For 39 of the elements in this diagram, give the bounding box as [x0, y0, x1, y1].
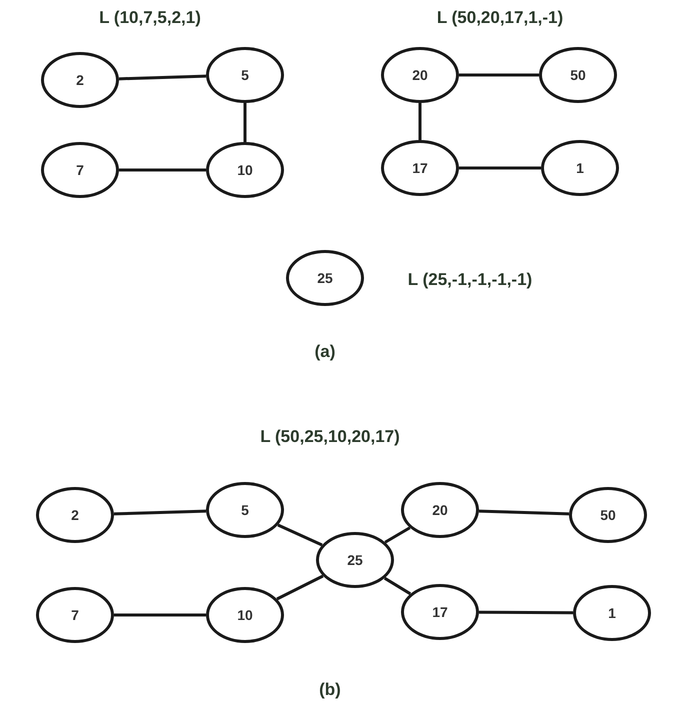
- node-value: 50: [600, 507, 616, 523]
- node-caption: L (25,-1,-1,-1,-1): [408, 270, 532, 290]
- node-value: 2: [71, 507, 79, 523]
- node-value: 5: [241, 67, 249, 83]
- connector-line: [119, 168, 206, 172]
- text-label: (b): [319, 680, 341, 700]
- connector-line: [418, 103, 422, 140]
- connector-line: [114, 510, 206, 516]
- node-value: 20: [432, 502, 448, 518]
- connector-line: [459, 166, 541, 170]
- connector-line: [277, 524, 323, 546]
- node-value: 5: [241, 502, 249, 518]
- connector-line: [276, 574, 324, 600]
- connector-line: [244, 103, 246, 142]
- node-value: 7: [76, 162, 84, 178]
- node-value: 10: [237, 162, 253, 178]
- text-label: L (50,20,17,1,-1): [436, 8, 564, 28]
- node-value: 1: [576, 160, 584, 176]
- node-value: 2: [76, 72, 84, 88]
- node-value: 10: [237, 607, 253, 623]
- node-value: 50: [570, 67, 586, 83]
- connector-line: [384, 526, 411, 544]
- connector-line: [114, 614, 206, 616]
- text-label: L (50,25,10,20,17): [260, 427, 400, 447]
- connector-line: [478, 510, 570, 516]
- node-value: 25: [317, 270, 333, 286]
- node-value: 7: [71, 607, 79, 623]
- connector-line: [118, 74, 206, 80]
- connector-line: [384, 576, 412, 596]
- node-value: 20: [412, 67, 428, 83]
- node-value: 17: [432, 604, 448, 620]
- text-label: (a): [314, 342, 336, 362]
- text-label: L (10,7,5,2,1): [99, 8, 201, 28]
- node-value: 17: [412, 160, 428, 176]
- connector-line: [478, 610, 574, 614]
- connector-line: [459, 74, 539, 76]
- node-value: 25: [347, 552, 363, 568]
- node-value: 1: [608, 605, 616, 621]
- node-ellipse: [316, 532, 394, 588]
